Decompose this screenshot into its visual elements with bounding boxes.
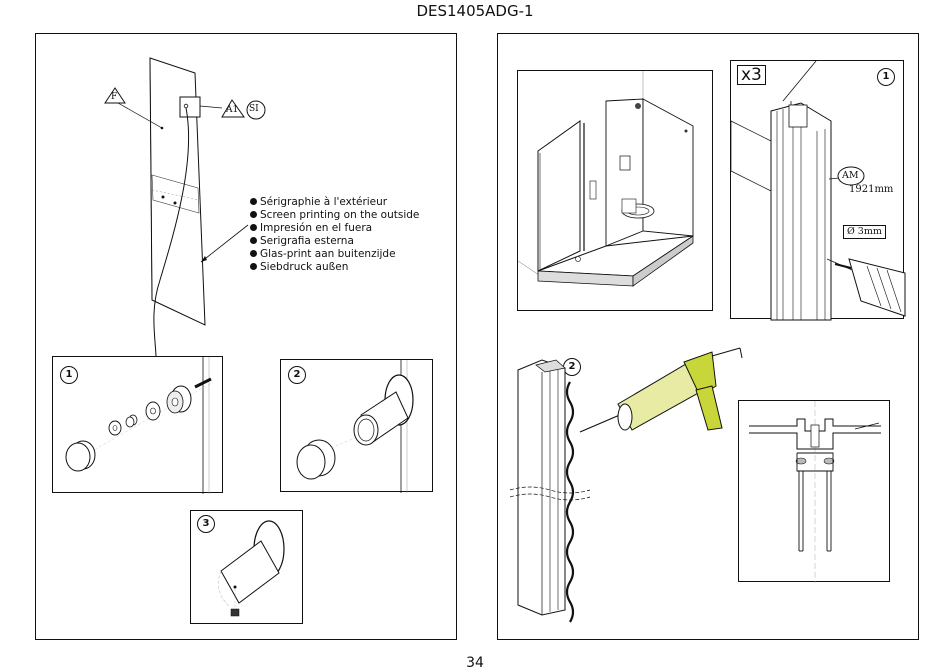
step-3-badge: 3 [197,515,215,533]
step-2-badge: 2 [288,366,306,384]
profile-detail-box: x3 1 AM 1921mm Ø 3mm [730,60,906,321]
glass-marker-label: F [111,92,118,102]
shower-overview-box [517,70,713,311]
bullet-icon [250,237,257,244]
quantity-label: x3 [737,65,766,85]
profile-code-circle [837,166,865,186]
bullet-icon [250,250,257,257]
knob-assembly-view [296,360,414,493]
printing-note-de: Siebdruck außen [250,261,419,274]
bullet-icon [250,263,257,270]
profile-step-1-badge: 1 [877,68,895,86]
step-1-box: 1 [52,356,223,494]
knob-exploded-view [65,357,214,494]
step-3-box: 3 [190,510,303,624]
fitting-marker-label: A1 [226,105,239,115]
printing-notes-list: Sérigraphie à l'extérieur Screen printin… [250,196,419,274]
page-number: 34 [466,655,484,671]
profile-section-box [738,400,890,583]
drill-size-label: Ø 3mm [843,225,886,239]
fitting-note-label: SI [249,104,259,114]
step-2-box: 2 [280,359,433,493]
bullet-icon [250,211,257,218]
profile-cross-section [749,401,881,583]
printing-note-nl: Glas-print aan buitenzijde [250,248,419,261]
right-panel [497,33,919,640]
knob-final-view [218,520,285,617]
document-title: DES1405ADG-1 [416,2,534,20]
step-1-badge: 1 [60,366,78,384]
profile-code-label: AM [842,170,859,181]
printing-note-es: Impresión en el fuera [250,222,419,235]
printing-note-fr: Sérigraphie à l'extérieur [250,196,419,209]
profile-drilling-drawing [730,60,906,321]
bullet-icon [250,198,257,205]
printing-note-en: Screen printing on the outside [250,209,419,222]
silicone-step-2-badge: 2 [563,358,581,376]
shower-enclosure-drawing [517,71,694,287]
printing-note-it: Serigrafia esterna [250,235,419,248]
left-panel [35,33,457,640]
profile-length-label: 1921mm [849,184,894,195]
bullet-icon [250,224,257,231]
